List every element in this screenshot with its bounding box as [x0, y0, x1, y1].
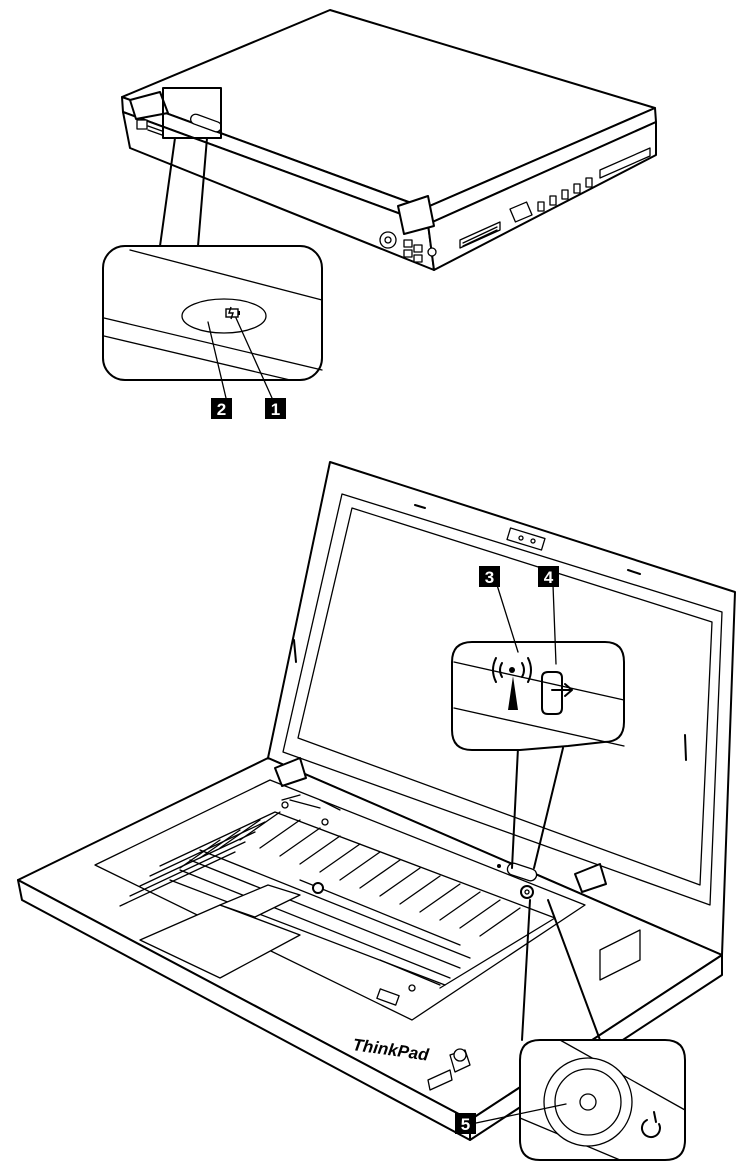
callout-3-number: 3 — [485, 568, 494, 587]
callout-4-number: 4 — [544, 568, 554, 587]
battery-status-icon — [226, 307, 240, 319]
callout-4: 4 — [538, 566, 559, 587]
callout-5-number: 5 — [461, 1115, 470, 1134]
zoom-detail-rear-indicators — [103, 246, 322, 398]
closed-laptop-illustration — [122, 10, 656, 270]
callout-3: 3 — [479, 566, 500, 587]
callout-2: 2 — [211, 398, 232, 419]
callout-1-number: 1 — [271, 400, 280, 419]
callout-1: 1 — [265, 398, 286, 419]
callout-2-number: 2 — [217, 400, 226, 419]
callout-5: 5 — [455, 1113, 476, 1134]
open-laptop-illustration: ThinkPad — [18, 462, 735, 1140]
